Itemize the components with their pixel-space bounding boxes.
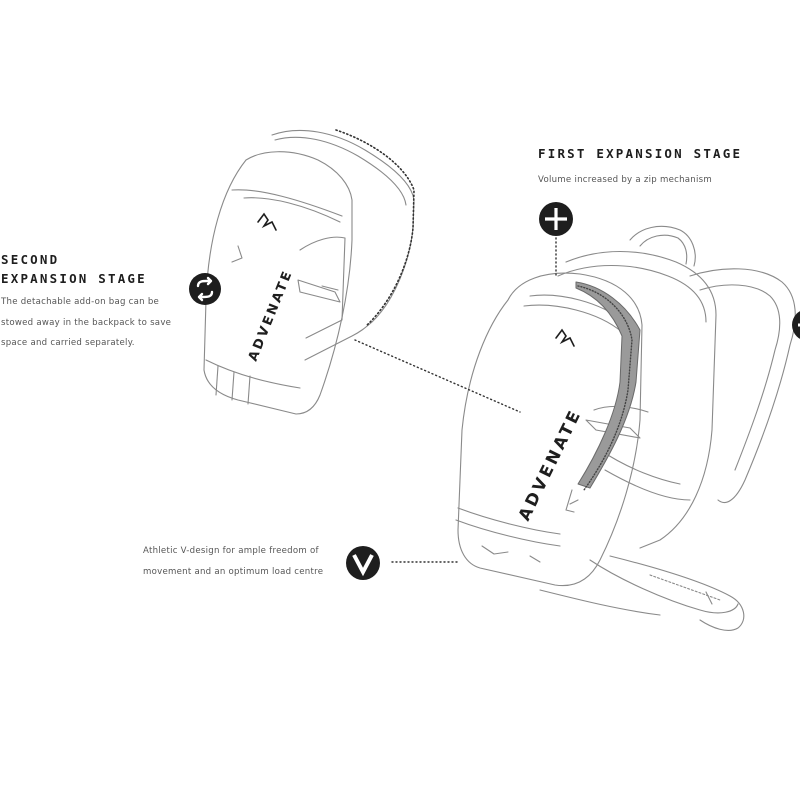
- leader-line-second-stage: [354, 339, 521, 413]
- second-stage-title: SECOND EXPANSION STAGE: [1, 250, 147, 288]
- expand-arrows-icon: [189, 273, 221, 305]
- v-design-icon: [346, 546, 380, 580]
- v-design-description-line: Athletic V-design for ample freedom of: [143, 546, 319, 556]
- first-stage-title-text: FIRST EXPANSION STAGE: [538, 146, 743, 161]
- second-stage-title-line: EXPANSION STAGE: [1, 271, 147, 286]
- first-stage-title: FIRST EXPANSION STAGE: [538, 146, 742, 161]
- v-design-description-line: movement and an optimum load centre: [143, 566, 324, 577]
- cross-circle-icon: [539, 202, 573, 236]
- addon-bag-wordmark: ADVENATE: [246, 267, 296, 363]
- second-stage-description-line: space and carried separately.: [1, 338, 135, 348]
- minus-circle-icon: [792, 311, 800, 339]
- addon-bag-drawing: [203, 129, 415, 415]
- second-stage-description-line: stowed away in the backpack to save: [1, 317, 172, 328]
- first-stage-description-text: Volume increased by a zip mechanism: [538, 175, 712, 185]
- second-stage-description: The detachable add-on bag can be stowed …: [1, 292, 171, 354]
- zip-gusset: [575, 281, 641, 489]
- second-stage-description-line: The detachable add-on bag can be: [1, 297, 160, 307]
- main-backpack-logo-icon: [555, 328, 575, 347]
- main-backpack-wordmark: ADVENATE: [515, 405, 586, 523]
- first-stage-description: Volume increased by a zip mechanism: [538, 170, 712, 191]
- second-stage-title-line: SECOND: [1, 252, 60, 267]
- main-backpack-drawing: [455, 225, 796, 631]
- v-design-description: Athletic V-design for ample freedom of m…: [143, 541, 323, 582]
- addon-bag-logo-icon: [257, 212, 277, 231]
